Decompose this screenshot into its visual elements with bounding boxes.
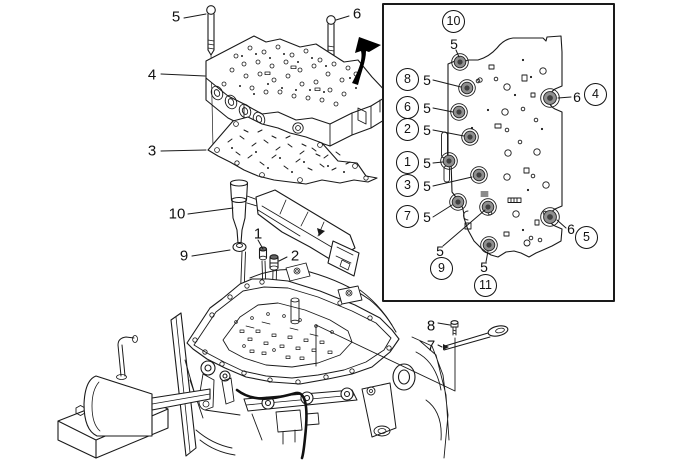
sequence-circle-8: 8 (396, 68, 419, 91)
sequence-circle-3: 3 (396, 174, 419, 197)
inset-leader-lines (432, 49, 572, 263)
sequence-circle-5: 5 (575, 226, 598, 249)
sequence-circle-4: 4 (584, 83, 607, 106)
sequence-circle-11: 11 (474, 274, 497, 297)
label-filler-tube: 10 (168, 205, 186, 223)
inset-bolt-label-seq4: 6 (573, 89, 581, 105)
sequence-circle-2: 2 (396, 118, 419, 141)
sequence-circle-7: 7 (396, 205, 419, 228)
sequence-circle-10: 10 (442, 10, 465, 33)
label-spacer-plate: 3 (147, 142, 157, 160)
sequence-circle-9: 9 (430, 257, 453, 280)
inset-bolt-label-seq2: 5 (423, 122, 431, 138)
inset-pointer-arrow (352, 37, 381, 85)
transmission-case-drawing (57, 262, 450, 460)
label-pin-2: 2 (290, 247, 300, 265)
detent-spring-bolt-drawing (315, 320, 509, 392)
inset-bolt-label-seq9: 5 (436, 243, 444, 259)
main-leader-lines (160, 13, 451, 348)
solenoid-body-drawing (255, 189, 360, 277)
inset-bolt-label-seq5: 6 (567, 221, 575, 237)
label-valve-body: 4 (147, 66, 157, 84)
seal-drawing (232, 241, 247, 253)
label-bolt-5: 5 (171, 8, 181, 26)
label-detent-spring: 7 (426, 337, 436, 355)
sequence-circle-6: 6 (396, 96, 419, 119)
inset-bolt-label-seq8: 5 (423, 72, 431, 88)
filler-tube-drawing (229, 179, 259, 244)
label-bolt-6: 6 (352, 5, 362, 23)
label-seal: 9 (179, 247, 189, 265)
inset-bolt-label-seq3: 5 (423, 178, 431, 194)
inset-bolt-label-seq1: 5 (423, 155, 431, 171)
inset-bolt-label-seq6: 5 (423, 100, 431, 116)
inset-bolt-label-seq10: 5 (450, 36, 458, 52)
label-pin-1: 1 (253, 225, 263, 243)
inset-box (382, 3, 615, 302)
inset-bolt-label-seq7: 5 (423, 209, 431, 225)
spacer-plate-drawing (207, 116, 378, 185)
sequence-circle-1: 1 (396, 151, 419, 174)
label-detent-bolt: 8 (426, 317, 436, 335)
inset-bolts (440, 53, 560, 254)
inset-bolt-label-seq11: 5 (480, 259, 488, 275)
